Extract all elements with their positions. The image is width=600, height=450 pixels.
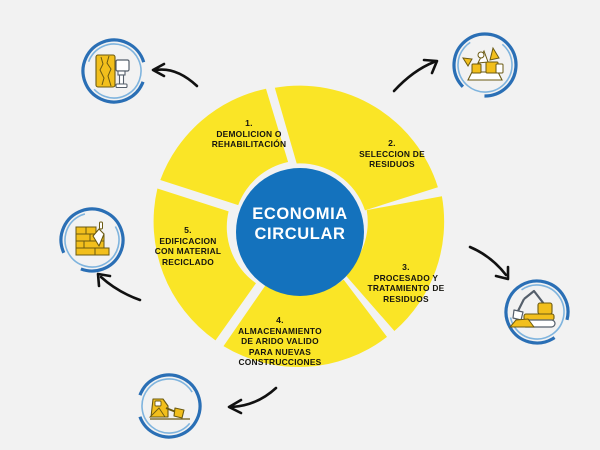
demolition-jackhammer-icon: [95, 54, 130, 89]
brick-wall-trowel-icon-ring-inner: [64, 212, 120, 268]
icon-badge-excavator[interactable]: [495, 270, 580, 355]
waste-pile-icon: [462, 46, 504, 81]
segment-1-demolicion[interactable]: [274, 85, 438, 211]
icon-badge-bricks[interactable]: [52, 200, 131, 279]
arrow-4-to-5: [96, 272, 142, 302]
center-circle: [236, 168, 364, 296]
arrow-3-to-4: [227, 386, 278, 415]
waste-pile-icon-ring: [452, 32, 518, 98]
wheel-loader-aggregate-icon-ring: [136, 373, 202, 439]
wheel-loader-aggregate-icon-ring-inner: [141, 378, 197, 434]
demolition-jackhammer-icon-ring-inner: [86, 43, 142, 99]
icon-badge-demolition[interactable]: [73, 30, 155, 112]
arrow-2-to-3: [468, 245, 510, 281]
segment-2-seleccion[interactable]: [344, 196, 445, 331]
excavator-icon-ring: [504, 279, 570, 345]
icon-badge-loader[interactable]: [128, 365, 210, 447]
brick-wall-trowel-icon-ring: [59, 207, 125, 273]
excavator-icon: [508, 289, 556, 328]
segment-4-almacenamiento[interactable]: [153, 188, 256, 341]
demolition-jackhammer-icon-ring: [81, 38, 147, 104]
arrow-5-to-1: [151, 62, 199, 88]
waste-pile-icon-ring-inner: [457, 37, 513, 93]
brick-wall-trowel-icon: [75, 221, 110, 256]
segment-5-edificacion[interactable]: [160, 88, 289, 206]
donut-segments: [153, 85, 445, 368]
excavator-icon-ring-inner: [509, 284, 565, 340]
arrow-1-to-2: [392, 58, 439, 93]
segment-3-procesado[interactable]: [223, 279, 388, 368]
icon-badge-waste[interactable]: [441, 21, 528, 108]
wheel-loader-aggregate-icon: [148, 398, 190, 420]
